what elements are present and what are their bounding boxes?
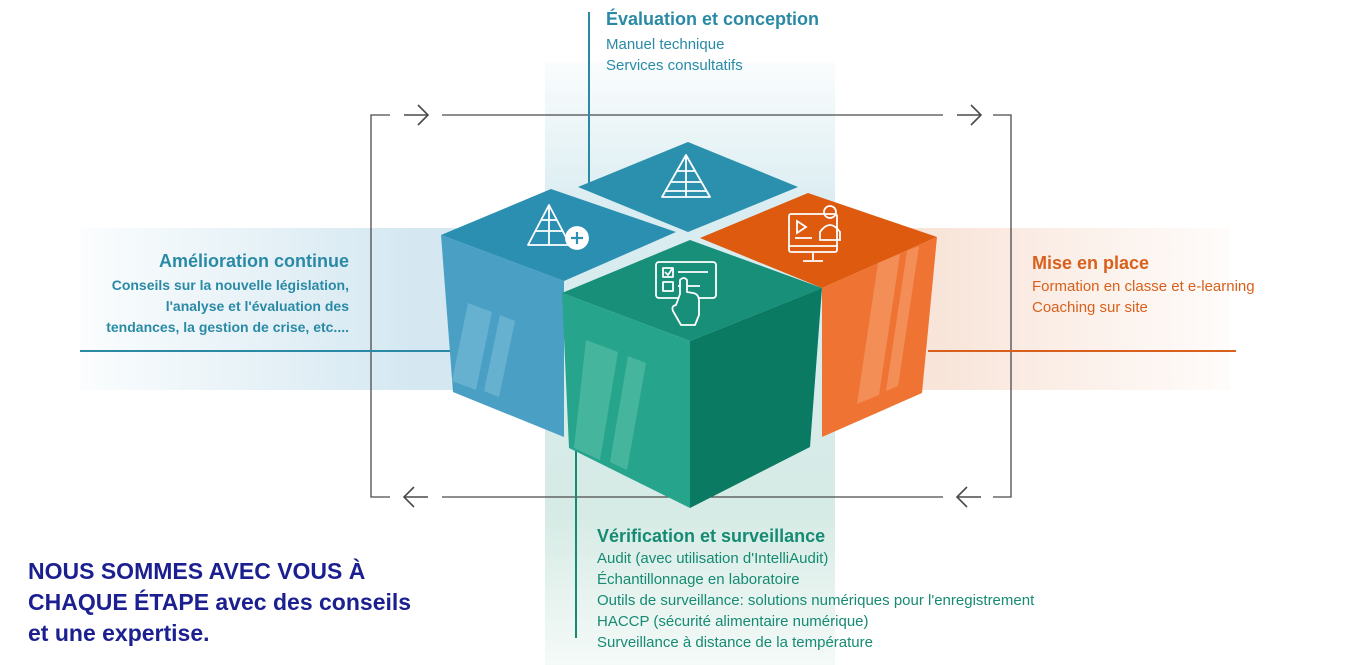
slogan-line-2: CHAQUE ÉTAPE avec des conseils [28,587,488,618]
list-item: tendances, la gestion de crise, etc.... [106,319,349,335]
slogan: NOUS SOMMES AVEC VOUS À CHAQUE ÉTAPE ave… [28,556,488,649]
list-item: l'analyse et l'évaluation des [165,298,349,314]
list-item: Coaching sur site [1032,299,1148,316]
cube-amelioration [441,189,676,437]
slogan-line-3: et une expertise. [28,620,210,646]
mise-en-place-list: Formation en classe et e-learning Coachi… [1032,276,1255,318]
evaluation-title: Évaluation et conception [606,9,820,29]
list-item: Services consultatifs [606,57,743,74]
list-item: Conseils sur la nouvelle législation, [111,277,349,293]
cube-evaluation [578,142,798,232]
pyramid-icon [661,154,711,198]
slogan-caps: CHAQUE ÉTAPE [28,589,210,615]
verification-list: Audit (avec utilisation d'IntelliAudit) … [597,548,1034,653]
cube-verification [562,240,822,508]
video-presentation-icon [788,205,841,262]
pyramid-plus-icon [527,204,589,250]
amelioration-title: Amélioration continue [158,251,349,271]
touch-checklist-icon [655,261,717,326]
list-item: HACCP (sécurité alimentaire numérique) [597,613,869,630]
verification-title: Vérification et surveillance [597,526,826,546]
arrow-left-icon [955,486,981,508]
arrow-right-icon [957,104,983,126]
cube-mise-en-place [700,193,937,437]
amelioration-list: Conseils sur la nouvelle législation, l'… [106,275,349,338]
slogan-rest: avec des conseils [209,589,412,615]
arrow-right-icon [404,104,430,126]
list-item: Audit (avec utilisation d'IntelliAudit) [597,550,829,567]
list-item: Échantillonnage en laboratoire [597,571,800,588]
evaluation-list: Manuel technique Services consultatifs [606,34,743,76]
list-item: Outils de surveillance: solutions numéri… [597,592,1035,609]
arrow-left-icon [402,486,428,508]
mise-en-place-title: Mise en place [1032,253,1150,273]
list-item: Formation en classe et e-learning [1032,278,1255,295]
slogan-line-1: NOUS SOMMES AVEC VOUS À [28,558,366,584]
list-item: Manuel technique [606,36,725,53]
list-item: Surveillance à distance de la températur… [597,634,873,651]
